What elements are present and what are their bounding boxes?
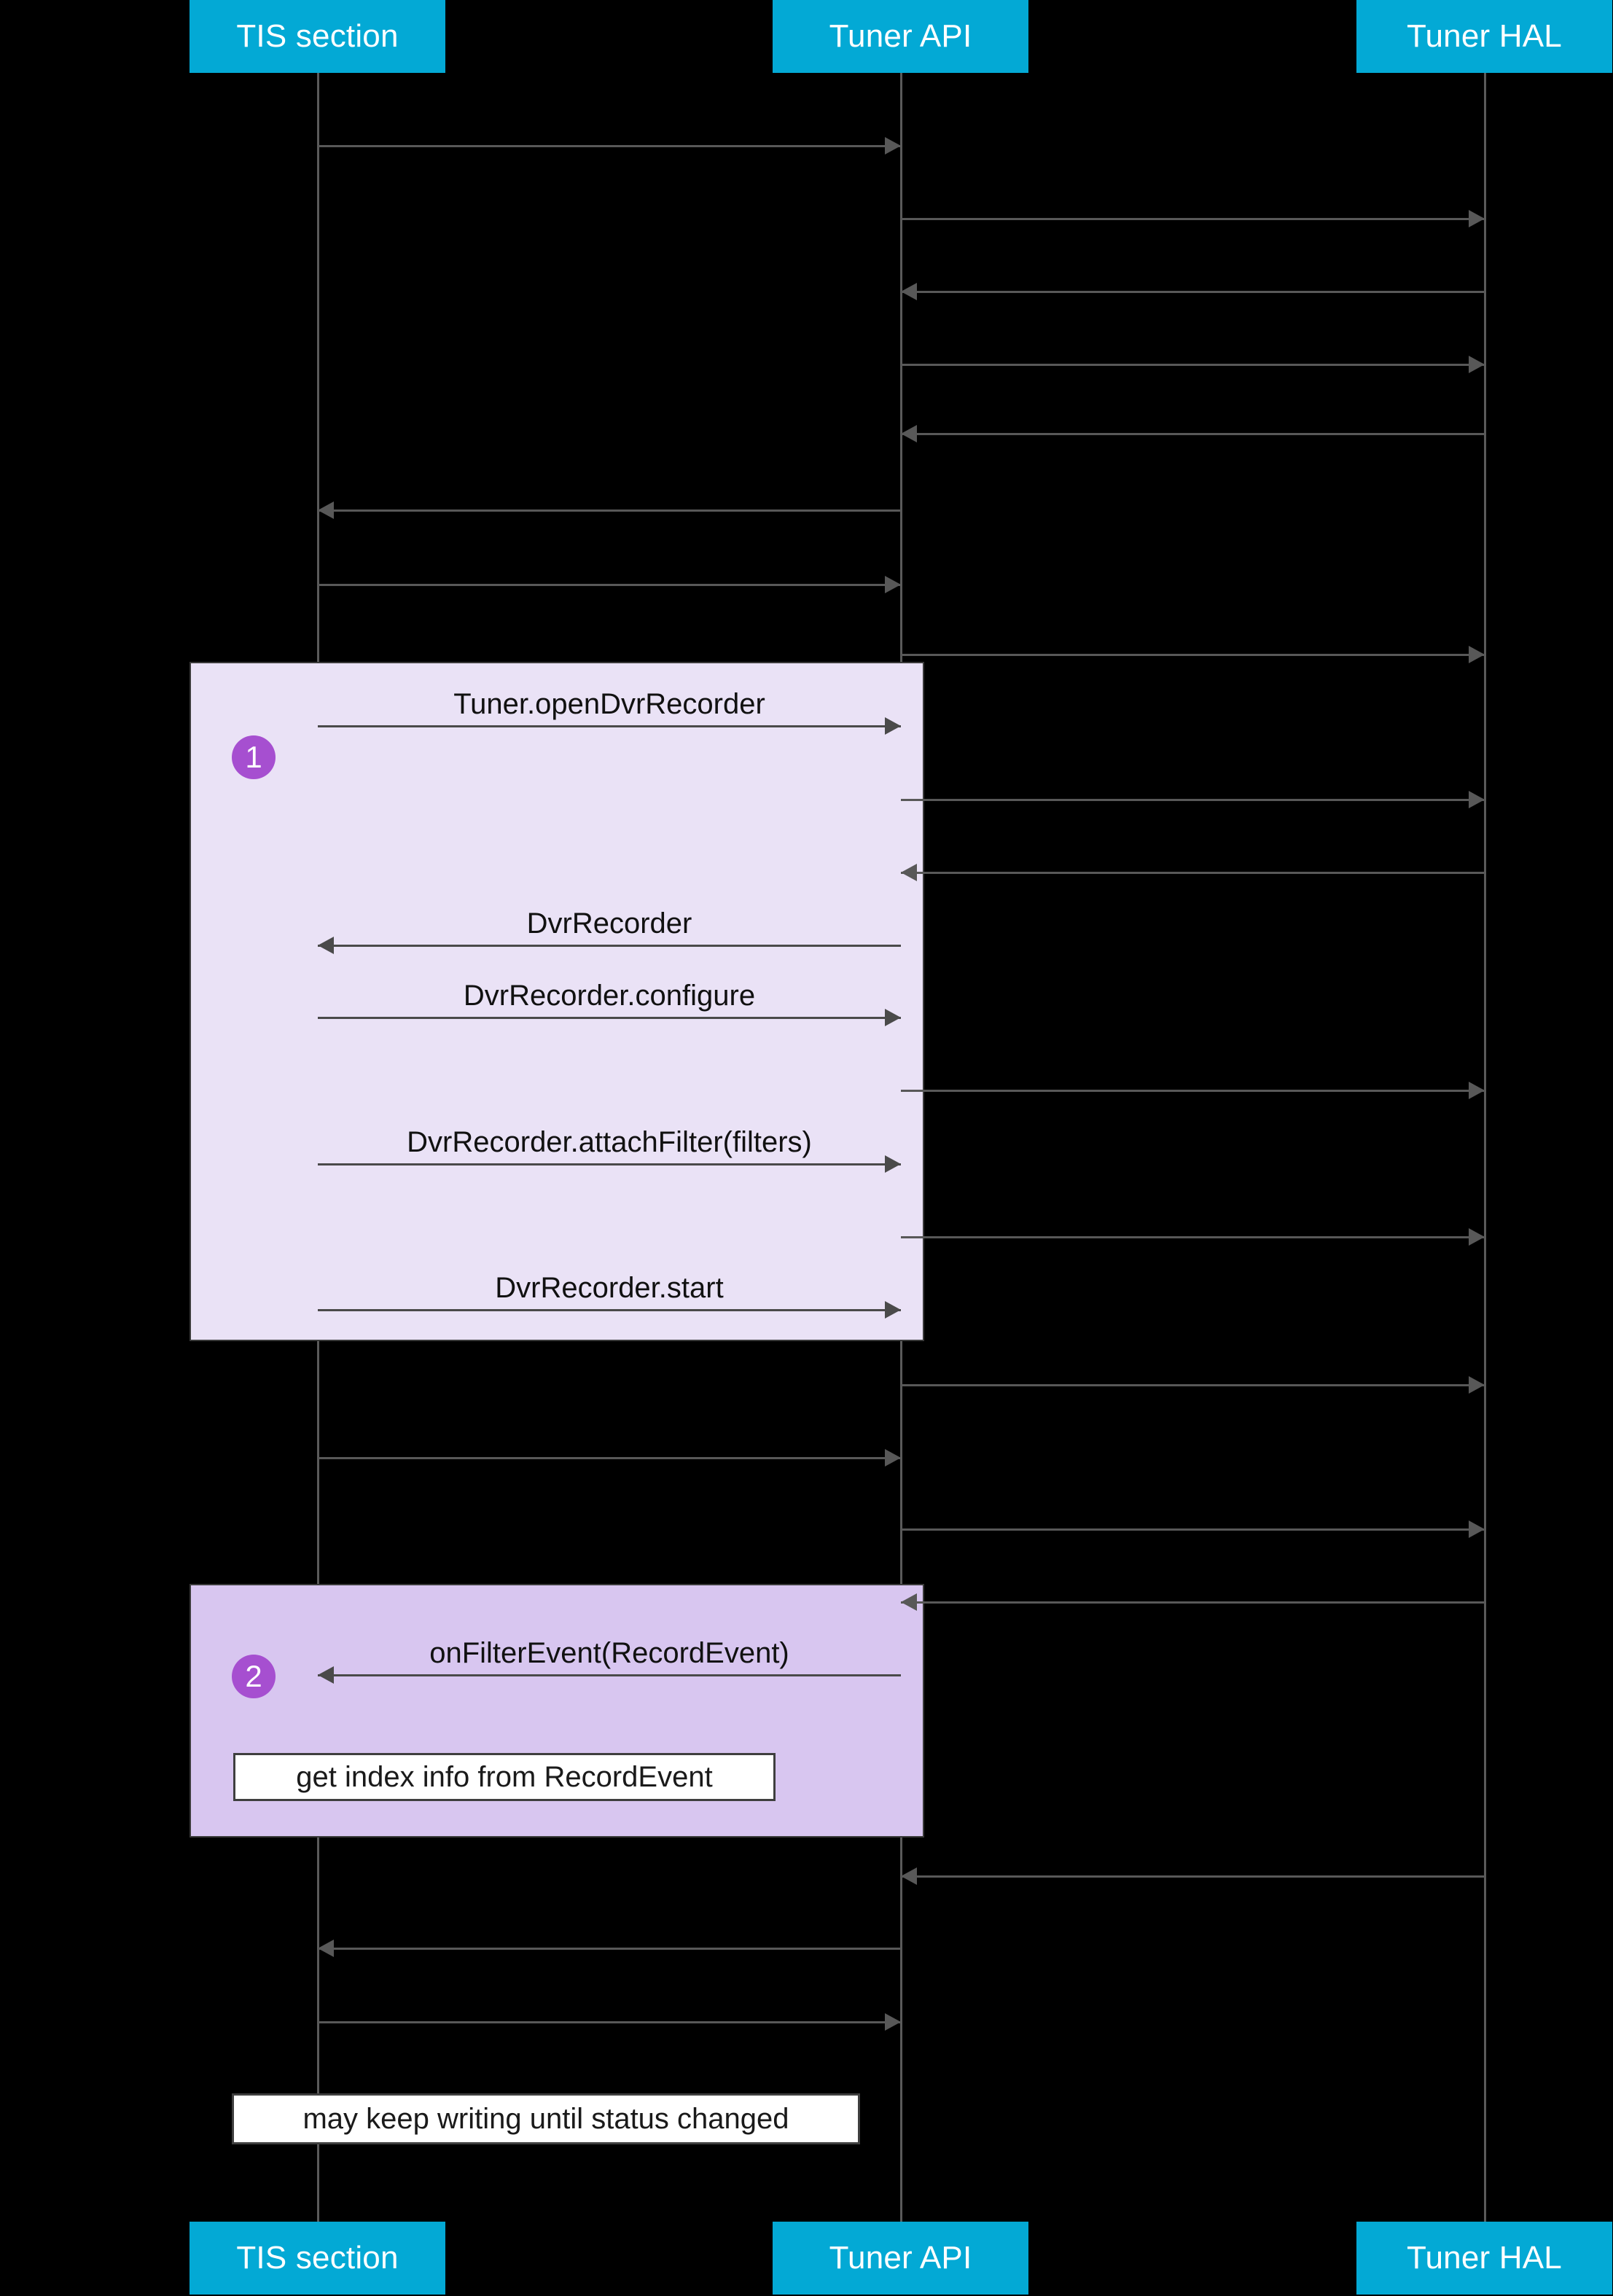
message-line-m6 xyxy=(318,509,901,512)
message-line-m4 xyxy=(901,364,1485,366)
message-line-m7 xyxy=(318,584,901,586)
actor-header-top-api[interactable]: Tuner API xyxy=(773,0,1028,73)
actor-header-top-tis[interactable]: TIS section xyxy=(190,0,445,73)
actor-label: TIS section xyxy=(236,2240,399,2276)
message-line-m8 xyxy=(901,654,1485,656)
message-arrowhead-m8 xyxy=(1469,646,1485,663)
message-arrowhead-m15 xyxy=(885,1155,901,1173)
message-arrowhead-m14 xyxy=(1469,1082,1485,1099)
message-line-m10 xyxy=(901,799,1485,801)
message-arrowhead-m17 xyxy=(885,1301,901,1319)
message-line-m15 xyxy=(318,1163,901,1165)
note-note-index-info: get index info from RecordEvent xyxy=(233,1753,776,1801)
actor-header-bottom-hal[interactable]: Tuner HAL xyxy=(1356,2222,1612,2295)
message-line-m18 xyxy=(901,1384,1485,1386)
message-line-m17 xyxy=(318,1309,901,1311)
message-line-m22 xyxy=(318,1674,901,1676)
message-line-m9 xyxy=(318,725,901,727)
actor-label: Tuner HAL xyxy=(1407,2240,1562,2276)
message-arrowhead-m2 xyxy=(1469,210,1485,227)
message-arrowhead-m19 xyxy=(885,1449,901,1467)
actor-header-bottom-api[interactable]: Tuner API xyxy=(773,2222,1028,2295)
message-label-m15: DvrRecorder.attachFilter(filters) xyxy=(407,1126,812,1158)
message-arrowhead-m5 xyxy=(901,425,917,442)
actor-label: TIS section xyxy=(236,18,399,54)
message-arrowhead-m20 xyxy=(1469,1520,1485,1538)
message-label-m9: Tuner.openDvrRecorder xyxy=(453,688,765,720)
actor-label: Tuner HAL xyxy=(1407,18,1562,54)
message-arrowhead-m18 xyxy=(1469,1376,1485,1394)
message-line-m3 xyxy=(901,291,1485,293)
message-label-m13: DvrRecorder.configure xyxy=(463,980,756,1012)
message-arrowhead-m9 xyxy=(885,717,901,735)
message-arrowhead-m24 xyxy=(318,1940,334,1957)
message-line-m21 xyxy=(901,1601,1485,1604)
message-line-m12 xyxy=(318,945,901,947)
message-line-m23 xyxy=(901,1875,1485,1878)
message-arrowhead-m23 xyxy=(901,1867,917,1885)
message-arrowhead-m16 xyxy=(1469,1228,1485,1246)
actor-header-top-hal[interactable]: Tuner HAL xyxy=(1356,0,1612,73)
message-line-m16 xyxy=(901,1236,1485,1238)
message-line-m14 xyxy=(901,1090,1485,1092)
actor-header-bottom-tis[interactable]: TIS section xyxy=(190,2222,445,2295)
message-arrowhead-m10 xyxy=(1469,791,1485,808)
note-note-keep-writing: may keep writing until status changed xyxy=(232,2093,860,2144)
message-line-m25 xyxy=(318,2021,901,2023)
message-arrowhead-m21 xyxy=(901,1593,917,1611)
message-arrowhead-m25 xyxy=(885,2013,901,2031)
message-line-m24 xyxy=(318,1948,901,1950)
actor-label: Tuner API xyxy=(829,18,972,54)
message-arrowhead-m6 xyxy=(318,501,334,519)
message-arrowhead-m11 xyxy=(901,864,917,881)
message-arrowhead-m13 xyxy=(885,1009,901,1026)
message-arrowhead-m7 xyxy=(885,576,901,593)
message-arrowhead-m22 xyxy=(318,1666,334,1684)
message-line-m11 xyxy=(901,872,1485,874)
actor-label: Tuner API xyxy=(829,2240,972,2276)
message-label-m17: DvrRecorder.start xyxy=(495,1272,724,1304)
message-arrowhead-m3 xyxy=(901,283,917,300)
message-arrowhead-m4 xyxy=(1469,356,1485,373)
fragment-badge-1: 1 xyxy=(232,735,276,779)
fragment-1 xyxy=(190,662,924,1341)
message-line-m19 xyxy=(318,1457,901,1459)
message-label-m12: DvrRecorder xyxy=(526,907,692,940)
lifeline-hal xyxy=(1484,73,1486,2222)
fragment-badge-2: 2 xyxy=(232,1655,276,1698)
message-line-m1 xyxy=(318,145,901,147)
message-arrowhead-m12 xyxy=(318,937,334,954)
message-line-m2 xyxy=(901,218,1485,220)
message-line-m5 xyxy=(901,433,1485,435)
message-line-m13 xyxy=(318,1017,901,1019)
message-line-m20 xyxy=(901,1528,1485,1531)
message-label-m22: onFilterEvent(RecordEvent) xyxy=(429,1637,789,1669)
message-arrowhead-m1 xyxy=(885,137,901,155)
